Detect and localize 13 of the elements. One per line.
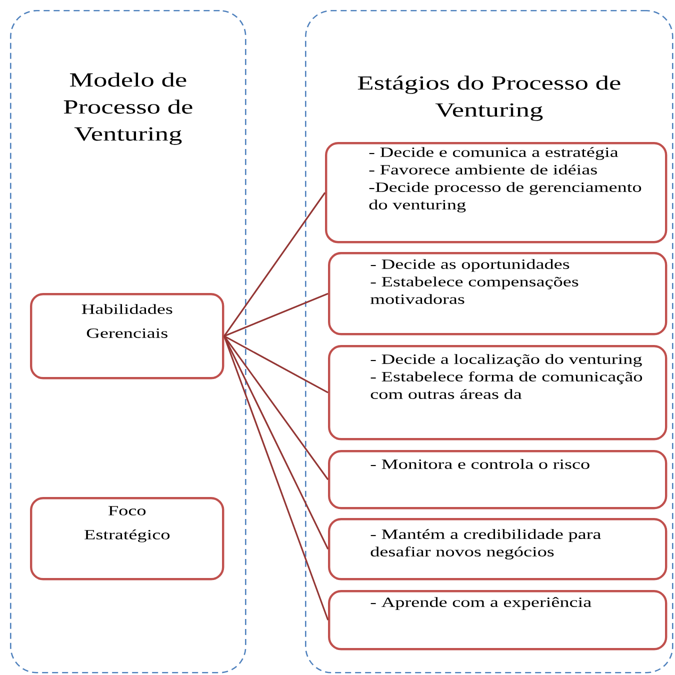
stage-box: - Decide a localização do venturing - Estabelece forma de comunicação com outras áreas da — [328, 345, 668, 440]
connector-line — [223, 336, 329, 550]
stage-box: - Mantém a credibilidade para desafiar novos negócios — [328, 518, 668, 580]
process-box: Foco Estratégico — [30, 497, 224, 580]
connector-line — [224, 336, 329, 480]
connector-line — [223, 336, 329, 620]
stage-box: - Decide as oportunidades - Estabelece compensações motivadoras — [328, 252, 668, 336]
stage-box: - Aprende com a experiência — [328, 590, 668, 650]
process-box: Habilidades Gerenciais — [30, 293, 224, 380]
stage-box: - Monitora e controla o risco — [328, 450, 668, 510]
connector-line — [224, 335, 328, 394]
connector-line — [224, 292, 328, 337]
stage-box: - Decide e comunica a estratégia - Favorece ambiente de idéias -Decide processo de gerenciamento do venturing — [325, 142, 668, 244]
